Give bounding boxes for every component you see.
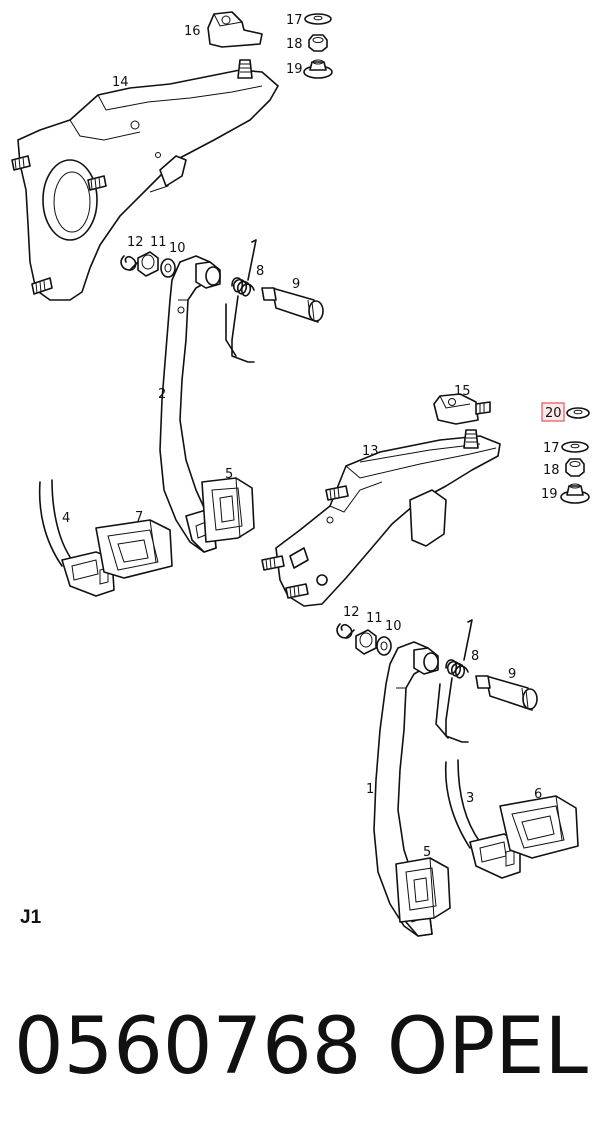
callout-4: 4: [62, 511, 70, 526]
callout-3: 3: [466, 791, 474, 806]
callout-9-upper: 9: [292, 277, 300, 292]
callout-10-upper: 10: [169, 241, 186, 256]
part-8-return-spring-lower[interactable]: [435, 619, 473, 743]
part-15-clip[interactable]: [433, 393, 491, 425]
part-18-nut-top[interactable]: [308, 34, 328, 52]
callout-7: 7: [135, 510, 143, 525]
callout-14: 14: [112, 75, 129, 90]
callout-2: 2: [158, 387, 166, 402]
callout-19-top: 19: [286, 62, 303, 77]
part-17-washer-top[interactable]: [304, 13, 332, 25]
callout-8-lower: 8: [471, 649, 479, 664]
callout-11-upper: 11: [150, 235, 167, 250]
part-14-pedal-bracket[interactable]: [17, 69, 279, 301]
callout-11-lower: 11: [366, 611, 383, 626]
callout-9-lower: 9: [508, 667, 516, 682]
callout-10-lower: 10: [385, 619, 402, 634]
part-10-washer-lower[interactable]: [376, 636, 392, 656]
part-9-pivot-pin-lower[interactable]: [475, 675, 538, 711]
part-19-flange-nut-top[interactable]: [303, 59, 333, 79]
callout-1: 1: [366, 782, 374, 797]
part-9-pivot-pin-upper[interactable]: [261, 287, 324, 323]
callout-13: 13: [362, 444, 379, 459]
part-3-lever-arm[interactable]: [444, 759, 521, 879]
callout-19-bottom: 19: [541, 487, 558, 502]
brand-name: OPEL: [386, 1002, 588, 1092]
part-5-pedal-pad-lower[interactable]: [395, 857, 451, 923]
callout-18-top: 18: [286, 37, 303, 52]
part-14-studs: [11, 59, 253, 295]
part-10-washer-upper[interactable]: [160, 258, 176, 278]
part-20-washer[interactable]: [566, 407, 590, 419]
callout-16: 16: [184, 24, 201, 39]
part-11-bush-lower[interactable]: [355, 629, 377, 655]
part-19-flange-nut-bottom[interactable]: [560, 483, 590, 504]
part-13-pedal-bracket-lower[interactable]: [275, 435, 501, 607]
footer: 0560768 OPEL: [14, 992, 588, 1102]
part-8-return-spring-upper[interactable]: [225, 239, 257, 363]
part-7-pedal-pad-rubber[interactable]: [95, 519, 173, 579]
callout-8-upper: 8: [256, 264, 264, 279]
callout-17-top: 17: [286, 13, 303, 28]
part-6-pedal-pad-rubber[interactable]: [499, 795, 579, 859]
sheet-label: J1: [20, 907, 42, 928]
part-5-pedal-pad-upper[interactable]: [201, 477, 255, 543]
part-4-lever-arm[interactable]: [38, 479, 115, 597]
part-number: 0560768: [14, 1002, 362, 1092]
callout-18-bottom: 18: [543, 463, 560, 478]
callout-5-upper: 5: [225, 467, 233, 482]
callout-20: 20: [545, 406, 562, 421]
callout-5-lower: 5: [423, 845, 431, 860]
callout-20-highlight-box: [541, 402, 565, 422]
callout-6: 6: [534, 787, 542, 802]
callout-15: 15: [454, 384, 471, 399]
callout-17-bottom: 17: [543, 441, 560, 456]
part-12-clip-lower[interactable]: [336, 623, 355, 639]
callout-12-upper: 12: [127, 235, 144, 250]
part-12-clip-upper[interactable]: [120, 255, 139, 271]
part-16-clip[interactable]: [207, 11, 263, 48]
exploded-parts-diagram: 16 17 18 19 14: [11, 11, 590, 937]
part-17-washer-bottom[interactable]: [561, 441, 589, 453]
part-13-studs: [261, 429, 479, 599]
part-18-nut-bottom[interactable]: [565, 458, 585, 477]
part-11-bush-upper[interactable]: [137, 251, 159, 277]
callout-12-lower: 12: [343, 605, 360, 620]
